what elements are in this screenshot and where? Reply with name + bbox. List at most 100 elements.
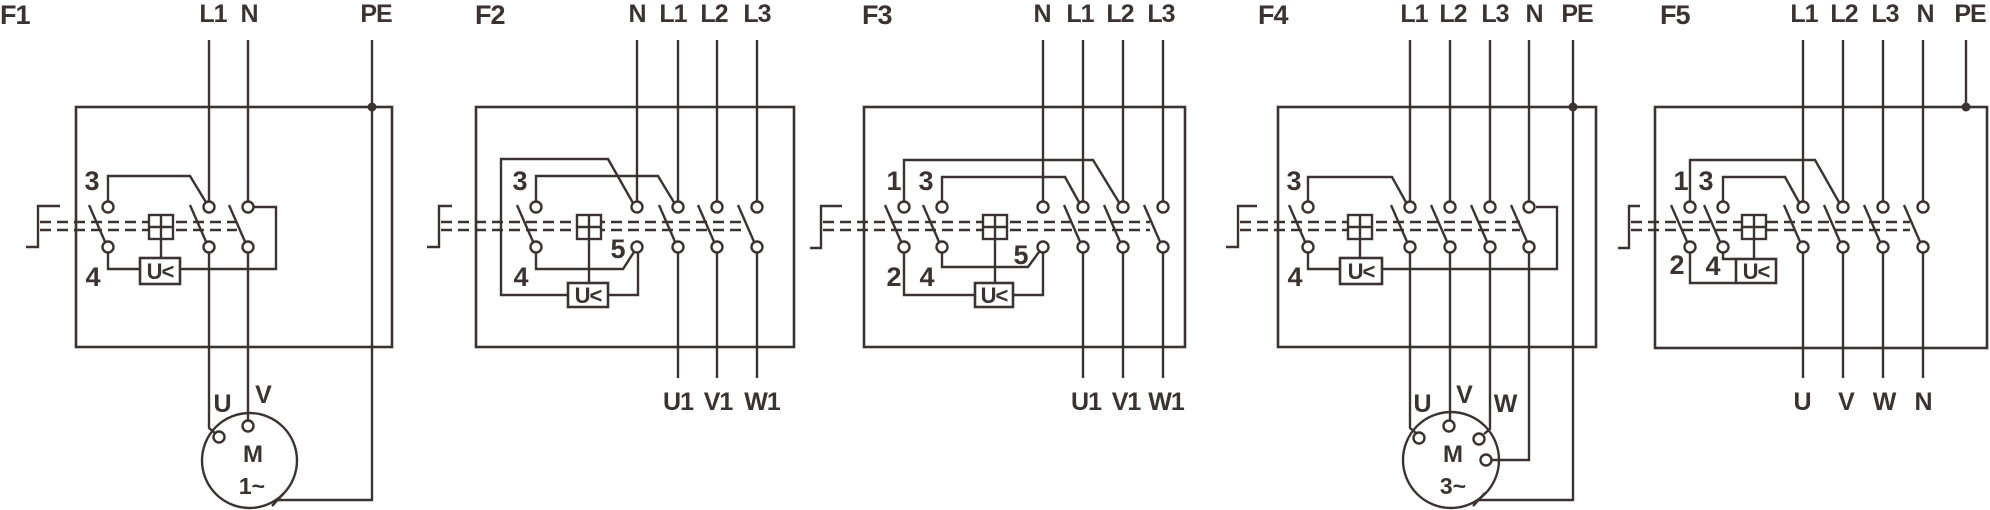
supply-label-l3: L3 [1481,0,1508,28]
terminal-contact [935,200,949,214]
terminal-label-4: 4 [85,262,100,292]
motor-terminal [212,430,226,444]
terminal-label-4: 4 [919,262,934,292]
terminal-contact [1483,200,1497,214]
terminal-contacts [101,200,255,254]
terminal-contact [101,200,115,214]
output-label-u1: U1 [663,388,694,416]
terminal-label-3: 3 [84,166,99,196]
supply-label-l1: L1 [659,0,687,28]
diagram-f3: F3 N L1 L2 L3 1 3 2 4 5 U< U1 V1 W1 [810,0,1187,416]
undervoltage-release-box [1338,256,1384,286]
terminal-contact [202,240,216,254]
diagram-title: F2 [475,0,505,30]
supply-label-n: N [1916,0,1933,28]
terminal-contact [710,200,724,214]
terminal-label-4: 4 [1287,262,1302,292]
circuit-wires [1287,40,1575,502]
terminal-contact [897,240,911,254]
terminal-contacts [1683,200,1930,254]
motor-label-w: W [1494,390,1518,418]
terminal-contact [671,240,685,254]
terminal-contact [101,240,115,254]
terminal-contact [1716,240,1730,254]
output-label-u1: U1 [1071,388,1102,416]
terminal-label-4: 4 [1705,251,1720,281]
terminal-contact [1916,200,1930,214]
output-label-n: N [1914,388,1931,416]
terminal-label-4: 4 [513,262,528,292]
trip-lever-icon [427,204,452,249]
terminal-contact [1301,200,1315,214]
mechanical-linkage-dashes [1631,220,1910,232]
terminal-contact [1156,240,1170,254]
motor-label-u: U [1413,390,1430,418]
undervoltage-release-box [566,281,610,309]
circuit-wires [883,40,1165,378]
breaker-mechanism-cross [1742,215,1766,239]
supply-label-n: N [1033,0,1050,28]
terminal-label-3: 3 [1286,166,1301,196]
terminal-contact [630,240,644,254]
undervoltage-release-label: U< [1743,259,1770,284]
motor-label-v: V [255,381,272,409]
motor-terminal [1472,432,1486,446]
terminal-contact [1683,240,1697,254]
diagram-f2: F2 N L1 L2 L3 3 4 5 U< U1 V1 W1 [427,0,796,416]
undervoltage-release-label: U< [1348,259,1375,284]
output-label-v1: V1 [704,388,734,416]
output-label-w1: W1 [1148,388,1185,416]
undervoltage-release-box [138,256,182,286]
pe-frame-hatch [271,492,285,507]
supply-label-n: N [240,0,257,28]
diagram-title: F4 [1258,0,1288,30]
supply-label-l2: L2 [1439,0,1466,28]
terminal-contact [1683,200,1697,214]
terminal-label-5: 5 [1013,240,1028,270]
pe-junction-dot [1961,102,1971,112]
motor-letter: M [1443,441,1463,468]
terminal-contact [1076,240,1090,254]
terminal-contact [1522,200,1536,214]
undervoltage-release-box [1734,257,1778,285]
pe-frame-hatch [1472,492,1486,507]
terminal-contact [1836,240,1850,254]
terminal-contact [1876,240,1890,254]
terminal-contact [1036,240,1050,254]
terminal-contact [1796,200,1810,214]
terminal-contact [529,200,543,214]
terminal-contact [1116,240,1130,254]
diagram-title: F3 [862,0,892,30]
terminal-contact [671,200,685,214]
trip-lever-icon [26,204,60,249]
diagram-title: F5 [1660,0,1690,30]
supply-label-l3: L3 [1147,0,1174,28]
terminal-contact [1836,200,1850,214]
supply-label-l2: L2 [1830,0,1857,28]
motor-phase: 3~ [1440,473,1466,499]
breaker-enclosure [74,105,394,349]
terminal-label-1: 1 [1673,166,1688,196]
terminal-label-2: 2 [1669,250,1684,280]
breaker-enclosure [1653,105,1989,350]
terminal-label-1: 1 [886,166,901,196]
terminal-contact [1301,240,1315,254]
circuit-wires [1669,40,1968,378]
output-label-v1: V1 [1112,388,1142,416]
terminal-contact [1443,200,1457,214]
terminal-label-3: 3 [512,166,527,196]
undervoltage-release-box [973,281,1015,309]
circuit-wires [87,40,374,502]
terminal-contact [630,200,644,214]
terminal-contact [241,240,255,254]
terminal-contacts [1301,200,1536,254]
terminal-contact [1483,240,1497,254]
pe-junction-dot [367,102,377,112]
terminal-contacts [529,200,764,254]
terminal-contact [1443,240,1457,254]
mechanical-linkage-dashes [1240,220,1520,232]
terminal-label-5: 5 [610,234,625,264]
terminal-contact [1036,200,1050,214]
mechanical-linkage-dashes [40,220,237,232]
